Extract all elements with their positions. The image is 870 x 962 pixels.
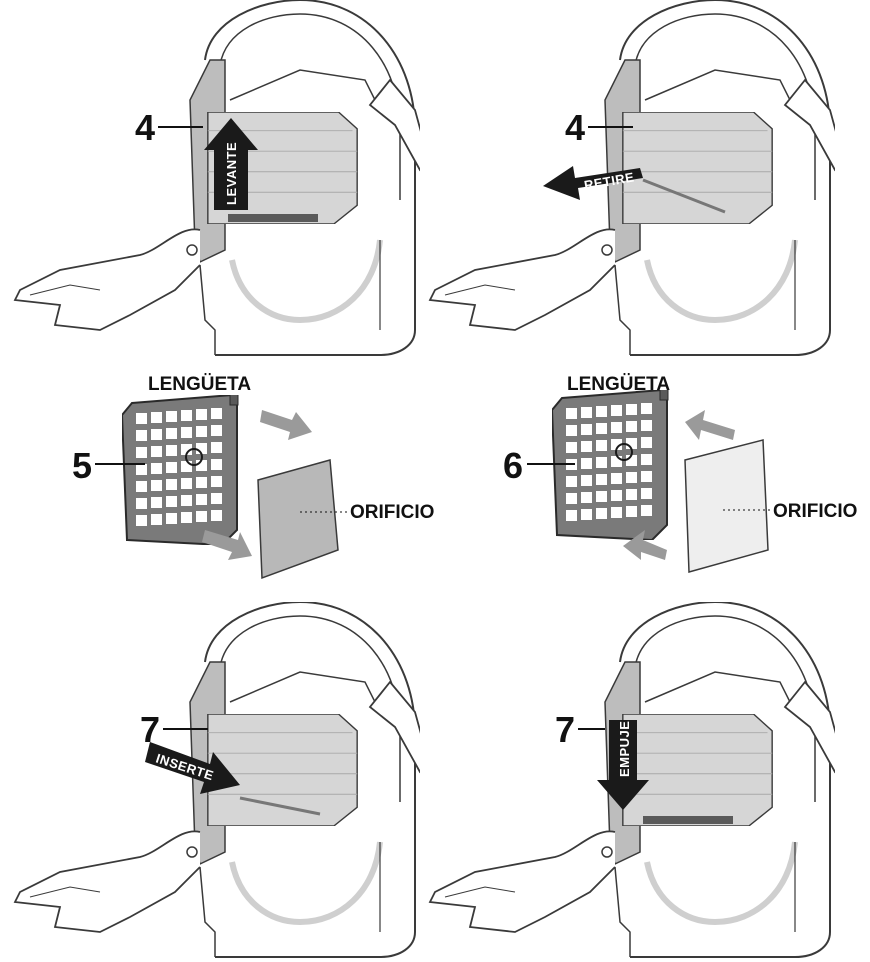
step-number: 4 bbox=[135, 107, 155, 148]
housing-illustration: RETIRE 4 bbox=[415, 0, 870, 360]
arrow-label-empuje: EMPUJE bbox=[617, 721, 632, 777]
housing-illustration: EMPUJE 7 bbox=[415, 602, 870, 962]
filter-pad bbox=[257, 459, 339, 580]
tab-callout-label: LENGÜETA bbox=[148, 374, 251, 395]
arrow-right-icon bbox=[202, 410, 312, 560]
step-number: 6 bbox=[503, 445, 523, 486]
filter-pad bbox=[684, 439, 769, 573]
arrow-label-levante: LEVANTE bbox=[224, 142, 239, 205]
step-number: 4 bbox=[565, 107, 585, 148]
step-number: 7 bbox=[555, 709, 575, 750]
filter-assembly-illustration: LENGÜETA ORIFICIO 5 bbox=[72, 374, 434, 580]
filter-grid bbox=[122, 395, 239, 545]
arrow-left-icon bbox=[543, 166, 643, 200]
arrow-left-icon bbox=[623, 410, 735, 560]
panel-step-4-remove: RETIRE 4 bbox=[415, 0, 870, 360]
housing-illustration: INSERTE 7 bbox=[0, 602, 435, 962]
step-number: 5 bbox=[72, 445, 92, 486]
hole-callout-label: ORIFICIO bbox=[350, 502, 434, 523]
arrow-right-icon bbox=[145, 742, 240, 794]
panel-step-7-push: EMPUJE 7 bbox=[415, 602, 870, 962]
tab-callout-label: LENGÜETA bbox=[567, 374, 670, 395]
arrow-down-icon bbox=[597, 720, 649, 810]
panel-step-7-insert: INSERTE 7 bbox=[0, 602, 435, 962]
panel-step-4-lift: LEVANTE 4 bbox=[0, 0, 435, 360]
housing-illustration: LEVANTE 4 bbox=[0, 0, 435, 360]
step-number: 7 bbox=[140, 709, 160, 750]
filter-assembly-illustration: LENGÜETA ORIFICIO 6 bbox=[503, 374, 857, 573]
panel-step-6-assemble: LENGÜETA ORIFICIO 6 bbox=[435, 360, 870, 600]
hole-callout-label: ORIFICIO bbox=[773, 501, 857, 522]
arrow-up-icon bbox=[204, 118, 258, 210]
panel-step-5-assemble: LENGÜETA ORIFICIO 5 bbox=[0, 360, 435, 600]
